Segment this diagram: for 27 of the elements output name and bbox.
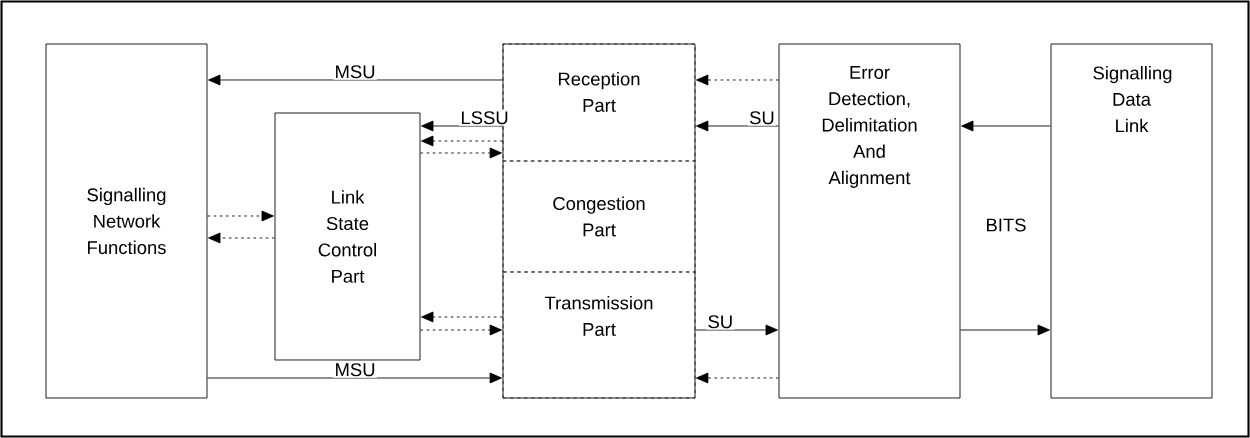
signal-label: BITS <box>987 218 1026 232</box>
arrow <box>208 232 275 244</box>
arrow <box>420 147 502 159</box>
process-section: Transmission Part <box>502 271 696 399</box>
edge-label: SU <box>706 313 735 330</box>
arrow <box>696 372 779 384</box>
arrow <box>696 120 779 132</box>
arrow <box>420 324 502 336</box>
process-box: Link State Control Part <box>274 112 421 361</box>
arrow <box>208 74 504 86</box>
arrow <box>421 135 504 147</box>
arrow <box>960 324 1050 336</box>
edge-label: MSU <box>333 63 377 80</box>
process-section: Congestion Part <box>502 160 696 273</box>
arrow <box>421 120 504 132</box>
edge-label: MSU <box>333 361 377 378</box>
process-box: Signalling Data Link <box>1050 43 1213 399</box>
arrow <box>207 372 502 384</box>
arrow <box>207 210 274 222</box>
arrow <box>961 120 1051 132</box>
arrow <box>696 74 779 86</box>
edge-label: SU <box>747 109 777 126</box>
edge-label: LSSU <box>459 109 511 126</box>
process-box: Signalling Network Functions <box>45 43 208 399</box>
arrow <box>694 324 778 336</box>
process-box: Error Detection, Delimitation And Alignment <box>778 43 961 399</box>
arrow <box>421 311 504 323</box>
